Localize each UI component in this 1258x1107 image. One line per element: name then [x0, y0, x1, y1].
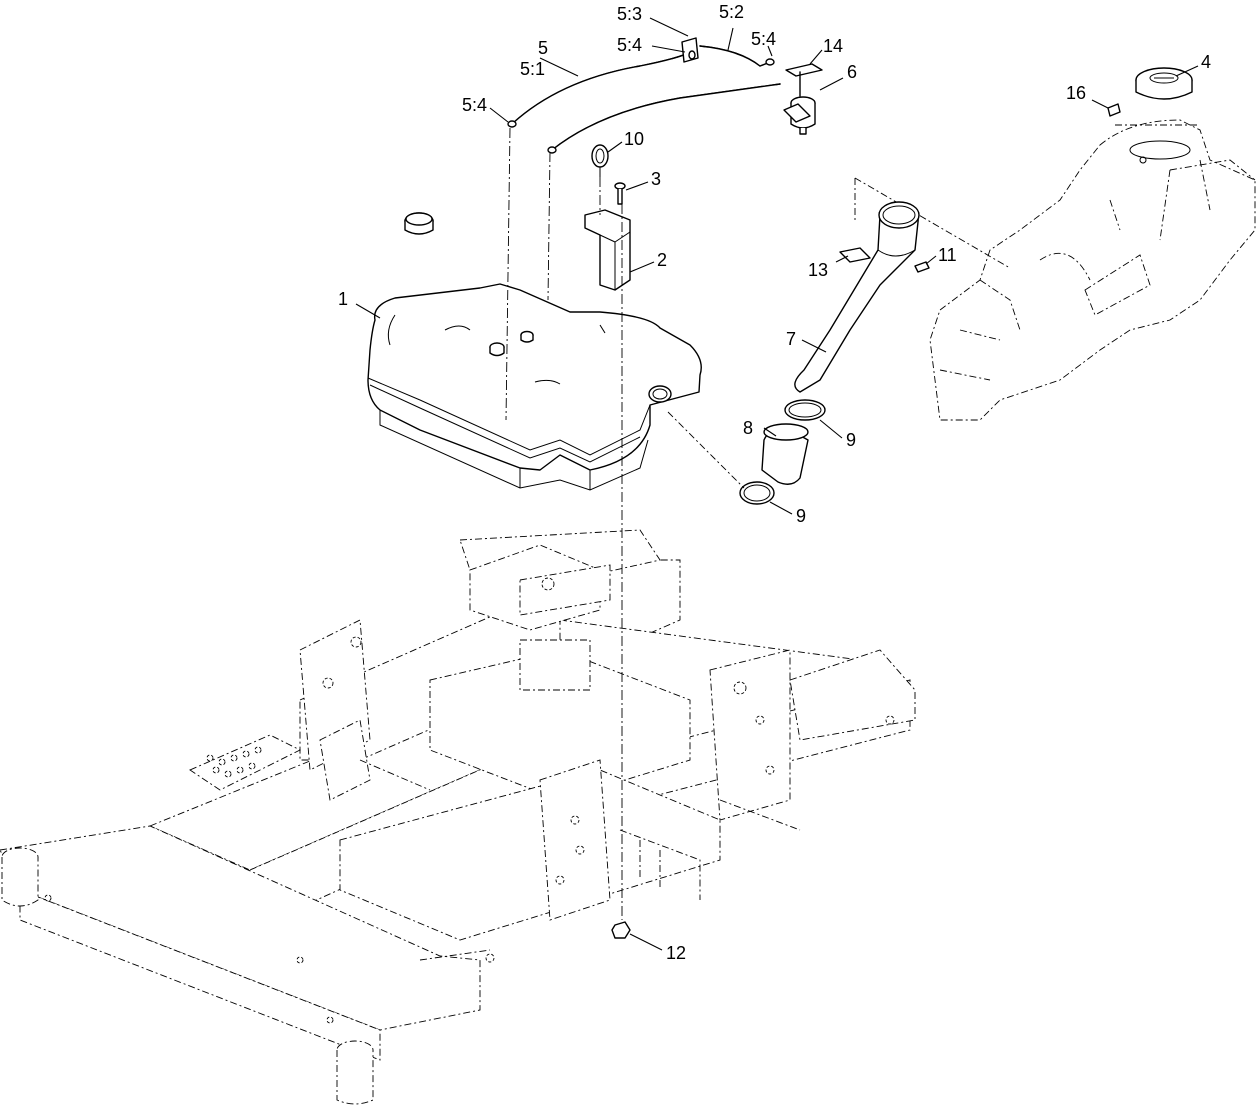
filler-neck-bracket — [839, 247, 871, 263]
callout-7: 7 — [786, 329, 796, 349]
leader-lines — [355, 17, 1199, 951]
fuel-tank — [367, 212, 702, 491]
callout-12: 12 — [666, 943, 686, 963]
callout-1: 1 — [338, 289, 348, 309]
callout-5-4-top: 5:4 — [751, 29, 776, 49]
callout-5-3: 5:3 — [617, 4, 642, 24]
callout-6: 6 — [847, 62, 857, 82]
callout-2: 2 — [657, 250, 667, 270]
screw — [614, 182, 626, 205]
shroud-screw — [1107, 103, 1121, 117]
centerline-hose-fitting — [547, 151, 551, 301]
callout-5-4-mid: 5:4 — [617, 35, 642, 55]
callout-5-2: 5:2 — [719, 2, 744, 22]
callout-4: 4 — [1201, 52, 1211, 72]
connector-hose — [761, 423, 809, 485]
callout-5: 5 — [538, 38, 548, 58]
tank-bracket — [584, 209, 631, 291]
fuel-filter — [783, 63, 823, 135]
body-shroud — [929, 119, 1256, 421]
callout-10: 10 — [624, 129, 644, 149]
callout-9-upper: 9 — [846, 430, 856, 450]
callout-14: 14 — [823, 36, 843, 56]
callout-5-4-left: 5:4 — [462, 95, 487, 115]
callout-labels: 5:3 5:2 5:4 14 5 5:4 5:1 6 4 16 5:4 10 3… — [338, 2, 1211, 963]
hose-clamp-small — [591, 144, 609, 177]
callout-9-lower: 9 — [796, 506, 806, 526]
hose-clamp-upper — [784, 399, 826, 421]
callout-11: 11 — [938, 245, 957, 265]
mounting-nut — [611, 921, 631, 939]
filler-neck-hose — [794, 201, 920, 393]
callout-3: 3 — [651, 169, 661, 189]
fuel-cap — [1135, 67, 1193, 100]
fuel-hose-assembly — [507, 37, 781, 154]
filler-neck-screw — [914, 261, 930, 273]
callout-8: 8 — [743, 418, 753, 438]
callout-13: 13 — [808, 260, 828, 280]
callout-16: 16 — [1066, 83, 1086, 103]
alignment-line-hose — [667, 411, 745, 489]
hose-clamp-lower — [739, 481, 775, 505]
callout-5-1: 5:1 — [520, 59, 545, 79]
chassis-frame — [0, 529, 916, 1105]
centerline-5-4 — [505, 127, 511, 421]
